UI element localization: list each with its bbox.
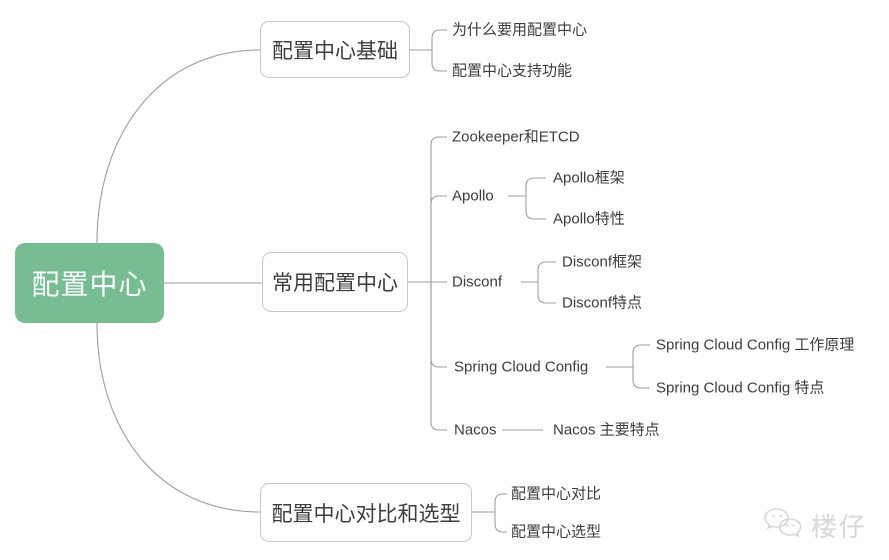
watermark-label: 楼仔 (810, 511, 867, 542)
branch-config-basics[interactable]: 配置中心基础 (260, 21, 410, 78)
node-apollo-framework[interactable]: Apollo框架 (553, 169, 625, 187)
branch-comparison-selection[interactable]: 配置中心对比和选型 (260, 483, 472, 542)
root-node-config-center[interactable]: 配置中心 (15, 243, 164, 323)
branch-common-config-centers[interactable]: 常用配置中心 (262, 252, 408, 312)
node-spring-cloud-config[interactable]: Spring Cloud Config (454, 358, 589, 376)
node-zookeeper-etcd[interactable]: Zookeeper和ETCD (452, 128, 580, 146)
node-config-center-features[interactable]: 配置中心支持功能 (452, 62, 573, 80)
chat-bubbles-icon (762, 506, 806, 544)
node-apollo[interactable]: Apollo (452, 187, 494, 205)
node-disconf[interactable]: Disconf (452, 273, 503, 291)
node-nacos[interactable]: Nacos (454, 421, 497, 439)
node-spring-cloud-config-characteristics[interactable]: Spring Cloud Config 特点 (656, 379, 825, 397)
node-disconf-characteristics[interactable]: Disconf特点 (562, 294, 643, 312)
node-why-config-center[interactable]: 为什么要用配置中心 (452, 21, 588, 39)
node-config-center-selection[interactable]: 配置中心选型 (511, 523, 602, 541)
watermark: 楼仔 (762, 506, 867, 544)
node-disconf-framework[interactable]: Disconf框架 (562, 253, 643, 271)
node-nacos-main-features[interactable]: Nacos 主要特点 (553, 421, 660, 439)
node-config-center-comparison[interactable]: 配置中心对比 (511, 485, 602, 503)
node-apollo-characteristics[interactable]: Apollo特性 (553, 210, 625, 228)
node-spring-cloud-config-principle[interactable]: Spring Cloud Config 工作原理 (656, 336, 855, 354)
